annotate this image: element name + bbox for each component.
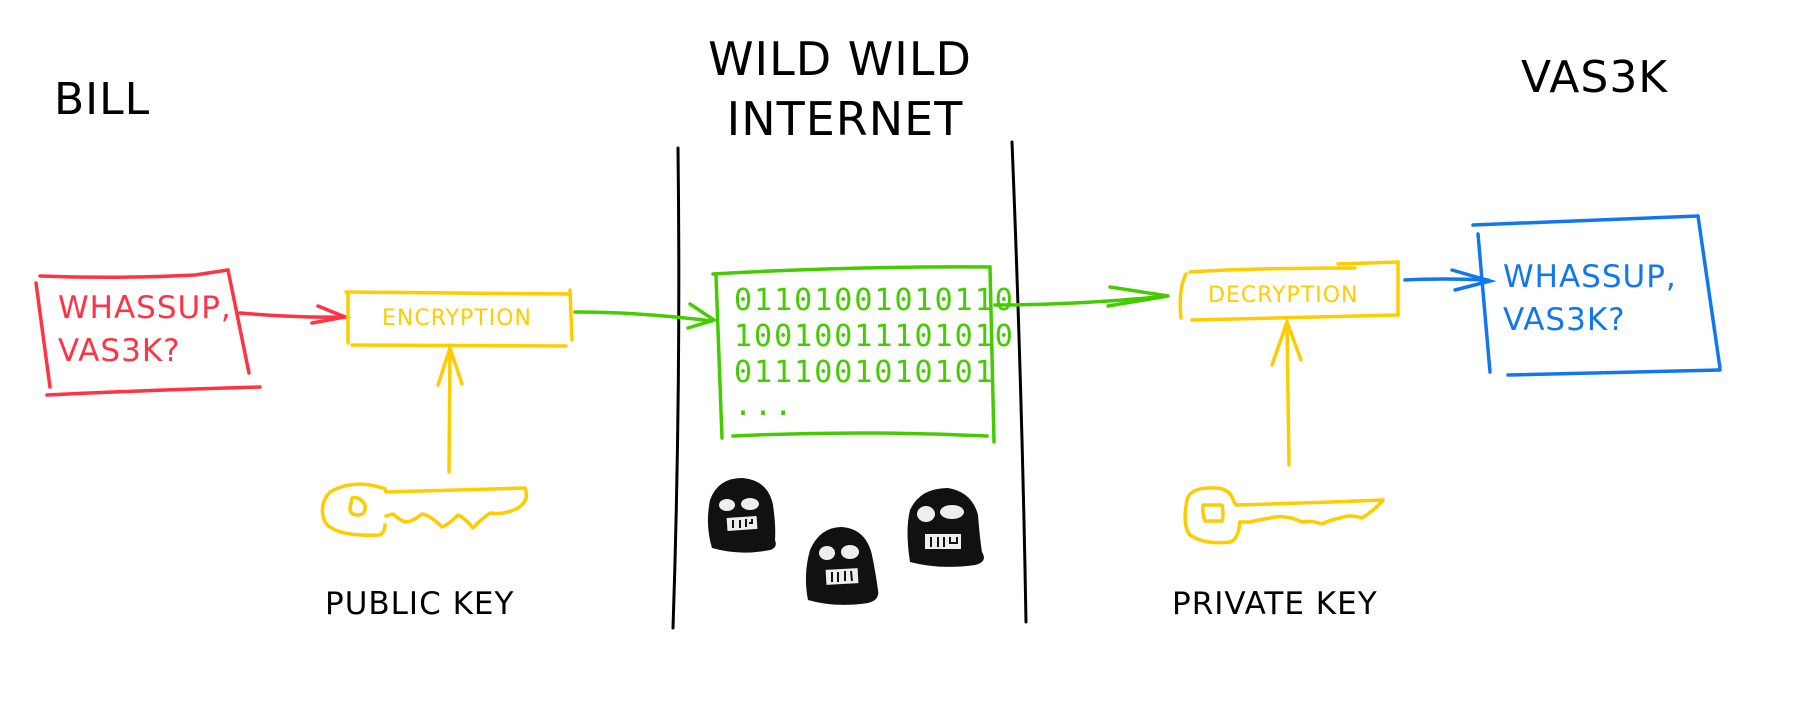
sender-message-line2: VAS3K?: [58, 333, 181, 369]
public-key-label: PUBLIC KEY: [325, 586, 515, 622]
internet-title-line2: INTERNET: [726, 92, 964, 146]
public-key-arrow: [436, 342, 464, 474]
decryption-box: [1178, 260, 1400, 322]
decryption-label: DECRYPTION: [1208, 283, 1359, 308]
private-key-arrow: [1270, 316, 1303, 467]
receiver-message-box: [1471, 214, 1722, 377]
ciphertext-line-1: 01101001010110: [734, 283, 1015, 318]
encryption-box: [344, 288, 574, 348]
sender-message-box: [34, 268, 262, 397]
public-key-icon: [320, 482, 529, 537]
decryption-to-receiver-arrow: [1403, 268, 1497, 292]
encryption-to-internet-arrow: [573, 302, 719, 330]
private-key-icon: [1183, 486, 1385, 545]
receiver-name: VAS3K: [1521, 52, 1669, 103]
eavesdropper-3-icon: [907, 488, 984, 567]
ciphertext-line-2: 10010011101010: [734, 319, 1015, 354]
private-key-label: PRIVATE KEY: [1172, 586, 1378, 622]
ciphertext-line-3: 0111001010101: [734, 355, 995, 390]
internet-right-boundary: [1010, 140, 1028, 624]
eavesdropper-1-icon: [707, 478, 776, 553]
sender-name: BILL: [54, 74, 151, 125]
internet-left-boundary: [671, 146, 681, 630]
receiver-message-line1: WHASSUP,: [1503, 259, 1677, 295]
eavesdropper-2-icon: [805, 527, 879, 605]
receiver-message-line2: VAS3K?: [1503, 302, 1626, 338]
encryption-label: ENCRYPTION: [382, 306, 533, 331]
internet-title-line1: WILD WILD: [708, 32, 972, 86]
ciphertext-box: [711, 265, 996, 444]
sender-to-encryption-arrow: [238, 304, 352, 325]
internet-to-decryption-arrow: [993, 285, 1170, 308]
sender-message-line1: WHASSUP,: [58, 290, 232, 326]
ciphertext-ellipsis: ...: [734, 388, 795, 423]
